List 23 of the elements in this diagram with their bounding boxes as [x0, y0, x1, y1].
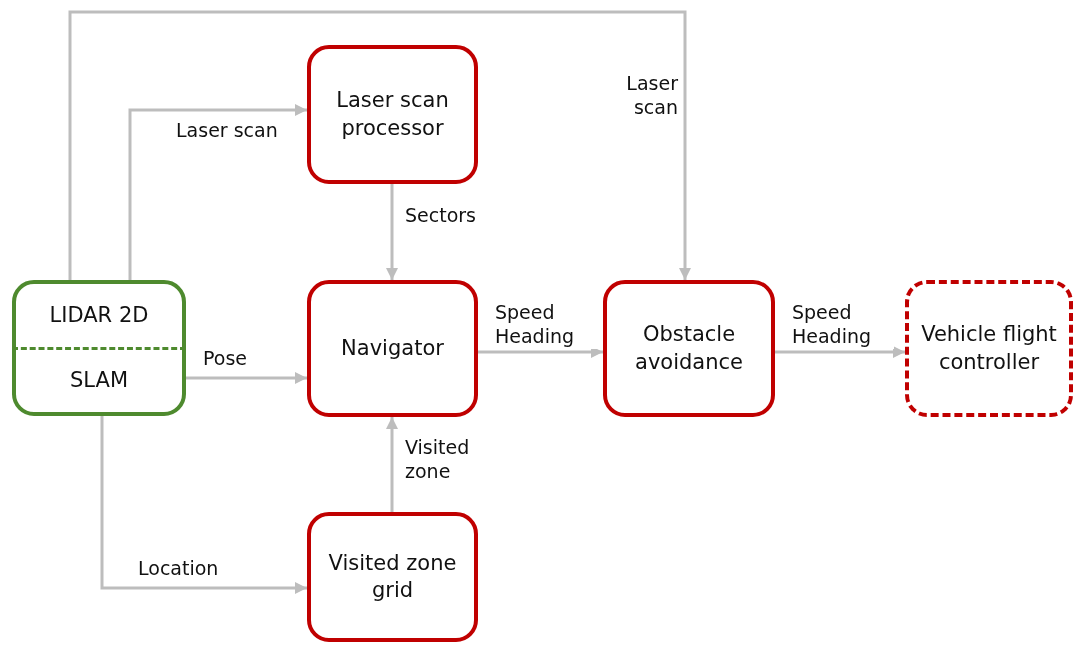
- arrow: [68, 10, 691, 280]
- arrow: [478, 346, 603, 358]
- arrow: [775, 346, 905, 358]
- node-label: Obstacle avoidance: [634, 321, 744, 376]
- node-label: Laser scan processor: [335, 87, 450, 142]
- process-box: [307, 45, 478, 184]
- node-label: Visited zone grid: [327, 549, 458, 604]
- process-box: [905, 280, 1073, 417]
- process-box: [307, 512, 478, 642]
- edge-label: Speed Heading: [493, 301, 597, 349]
- arrow: [386, 417, 398, 512]
- arrow: [100, 416, 307, 594]
- node-label: SLAM: [69, 367, 129, 395]
- edge-label: Speed Heading: [790, 301, 894, 349]
- node-label: Vehicle flight controller: [920, 321, 1058, 376]
- node-label: Navigator: [340, 334, 445, 362]
- node-label: LIDAR 2D: [48, 301, 150, 329]
- arrow: [186, 372, 307, 384]
- arrow: [128, 104, 307, 280]
- process-box: [603, 280, 775, 417]
- process-box: [307, 280, 478, 417]
- arrow: [386, 184, 398, 280]
- split-process-box: [12, 280, 186, 416]
